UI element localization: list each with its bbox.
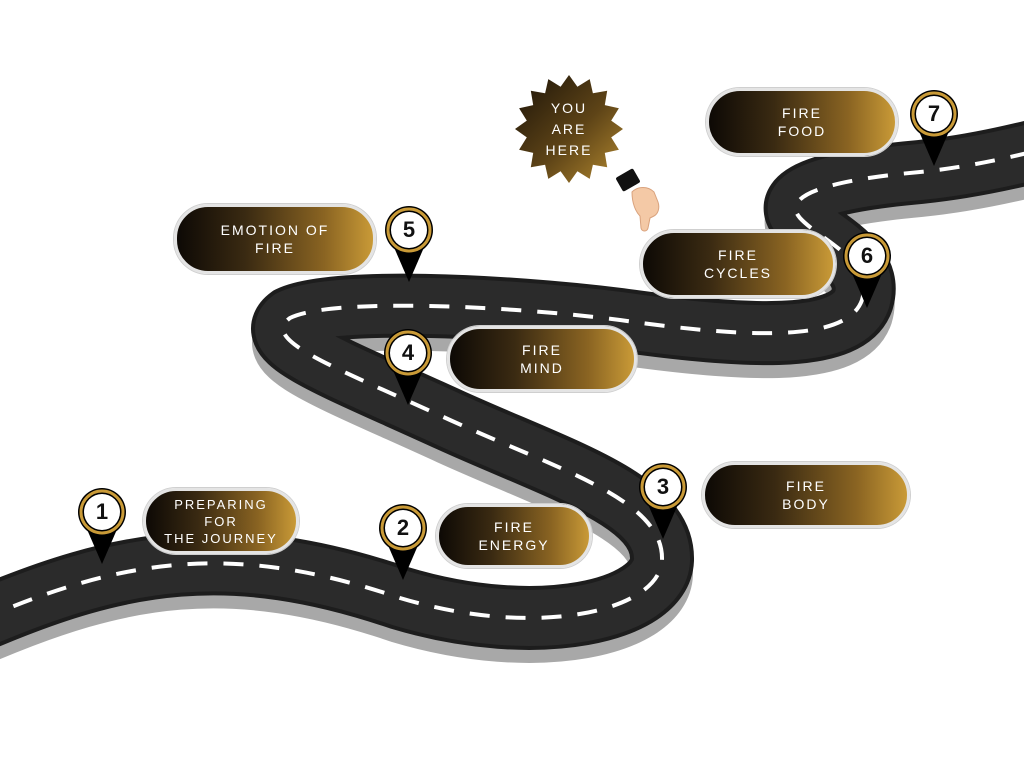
lane-marking xyxy=(0,151,1024,620)
stage-label-6: FIRE CYCLES xyxy=(640,230,836,298)
stage-number-5: 5 xyxy=(402,217,416,242)
map-pin-icon xyxy=(843,232,891,308)
map-pin-2: 2 xyxy=(378,503,428,581)
pointing-hand-icon xyxy=(616,168,660,232)
stage-label-2: FIRE ENERGY xyxy=(436,504,592,568)
map-pin-icon xyxy=(78,488,126,564)
map-pin-4: 4 xyxy=(383,328,433,406)
stage-number-3: 3 xyxy=(656,474,670,499)
map-pin-icon xyxy=(379,504,427,580)
map-pin-6: 6 xyxy=(842,231,892,309)
map-pin-1: 1 xyxy=(77,487,127,565)
stage-label-3: FIRE BODY xyxy=(702,462,910,528)
stage-number-4: 4 xyxy=(401,340,415,365)
stage-label-5: EMOTION OF FIRE xyxy=(174,204,376,274)
stage-number-6: 6 xyxy=(860,243,874,268)
you-are-here-text: YOU ARE HERE xyxy=(545,99,593,158)
stage-number-7: 7 xyxy=(927,101,941,126)
map-pin-icon xyxy=(385,206,433,282)
stage-label-1: PREPARING FOR THE JOURNEY xyxy=(143,488,299,554)
stage-number-1: 1 xyxy=(95,499,109,524)
starburst-icon xyxy=(515,75,623,183)
stage-label-7: FIRE FOOD xyxy=(706,88,898,156)
stage-number-2: 2 xyxy=(396,515,410,540)
map-pin-7: 7 xyxy=(909,89,959,167)
stage-label-4: FIRE MIND xyxy=(447,326,637,392)
map-pin-5: 5 xyxy=(384,205,434,283)
map-pin-icon xyxy=(384,329,432,405)
you-are-here-badge: YOU ARE HERE xyxy=(514,74,624,184)
map-pin-icon xyxy=(910,90,958,166)
map-pin-icon xyxy=(639,463,687,539)
map-pin-3: 3 xyxy=(638,462,688,540)
